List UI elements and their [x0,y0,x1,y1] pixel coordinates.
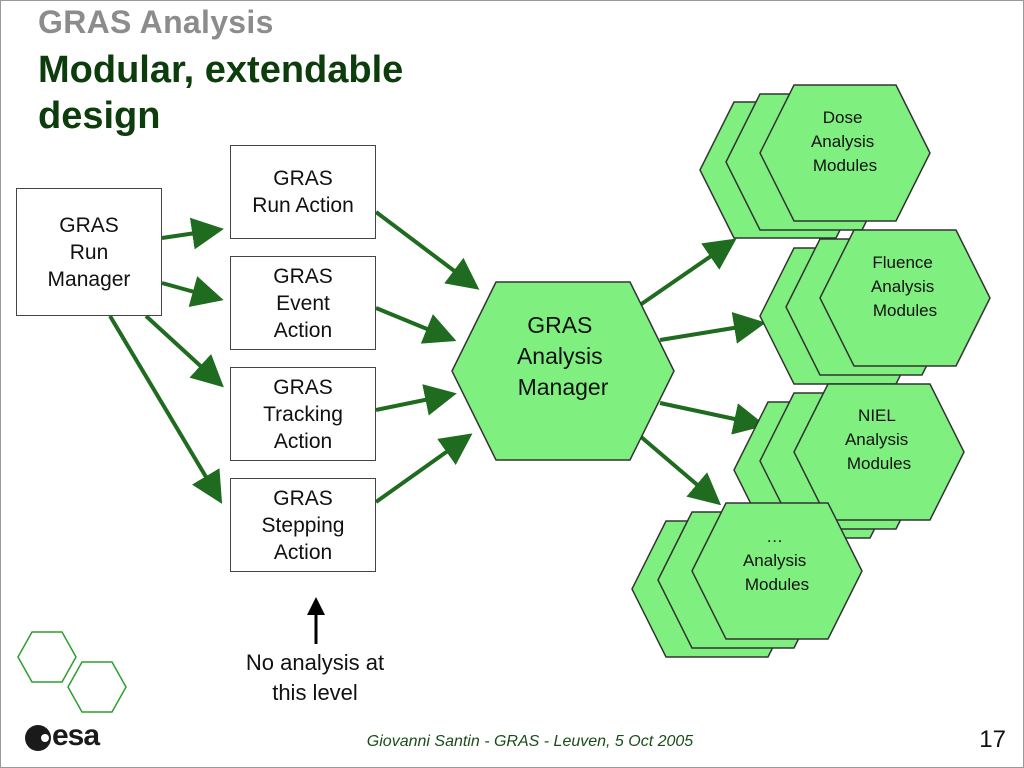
other-hexagon-front [691,502,863,640]
no-analysis-note: No analysis at this level [245,650,385,705]
niel-modules-label: NIEL Analysis Modules [845,406,913,473]
arrows-out-of-analysis-manager [638,238,766,506]
niel-hexagon-front [793,383,965,521]
arrow-analysis-to-niel [659,401,766,435]
arrow-event-action-to-analysis [375,306,457,344]
other-modules-stack: … Analysis Modules [631,502,863,658]
fluence-modules-stack: Fluence Analysis Modules [759,229,991,385]
analysis-manager-label: GRAS Analysis Manager [517,312,609,400]
stepping-action-box: GRAS Stepping Action [230,478,376,572]
decor-hexagon-1 [17,631,77,683]
arrow-manager-to-run-action [161,217,224,250]
arrow-manager-to-stepping-action [108,314,223,504]
page-number: 17 [979,726,1006,753]
arrows-into-analysis-manager [374,210,480,504]
arrow-manager-to-tracking-action [144,314,224,388]
arrow-stepping-action-to-analysis [374,433,473,504]
decorative-hexagons [17,631,127,713]
other-modules-label: … Analysis Modules [743,527,811,594]
slide-title: Modular, extendable design [38,49,404,137]
fluence-hexagon-front [819,229,991,367]
arrow-run-action-to-analysis [374,210,480,290]
dose-hexagon-front [759,84,931,222]
arrows-from-run-manager [108,217,224,504]
arrow-analysis-to-dose [638,238,737,307]
esa-logo-text: esa [52,719,100,752]
esa-logo-icon [25,725,51,751]
decor-hexagon-2 [67,661,127,713]
event-action-box: GRAS Event Action [230,256,376,350]
slide-subtitle: GRAS Analysis [38,4,274,40]
run-manager-box: GRAS Run Manager [16,188,162,316]
footer-text: Giovanni Santin - GRAS - Leuven, 5 Oct 2… [366,733,694,750]
analysis-manager-hexagon [451,281,675,461]
arrow-manager-to-event-action [161,276,224,307]
arrow-analysis-to-fluence [659,312,766,344]
run-action-box: GRAS Run Action [230,145,376,239]
tracking-action-box: GRAS Tracking Action [230,367,376,461]
dose-modules-label: Dose Analysis Modules [811,108,879,175]
dose-modules-stack: Dose Analysis Modules [699,84,931,239]
arrow-tracking-action-to-analysis [375,384,457,416]
fluence-modules-label: Fluence Analysis Modules [871,253,939,320]
arrow-analysis-to-other [638,434,722,506]
